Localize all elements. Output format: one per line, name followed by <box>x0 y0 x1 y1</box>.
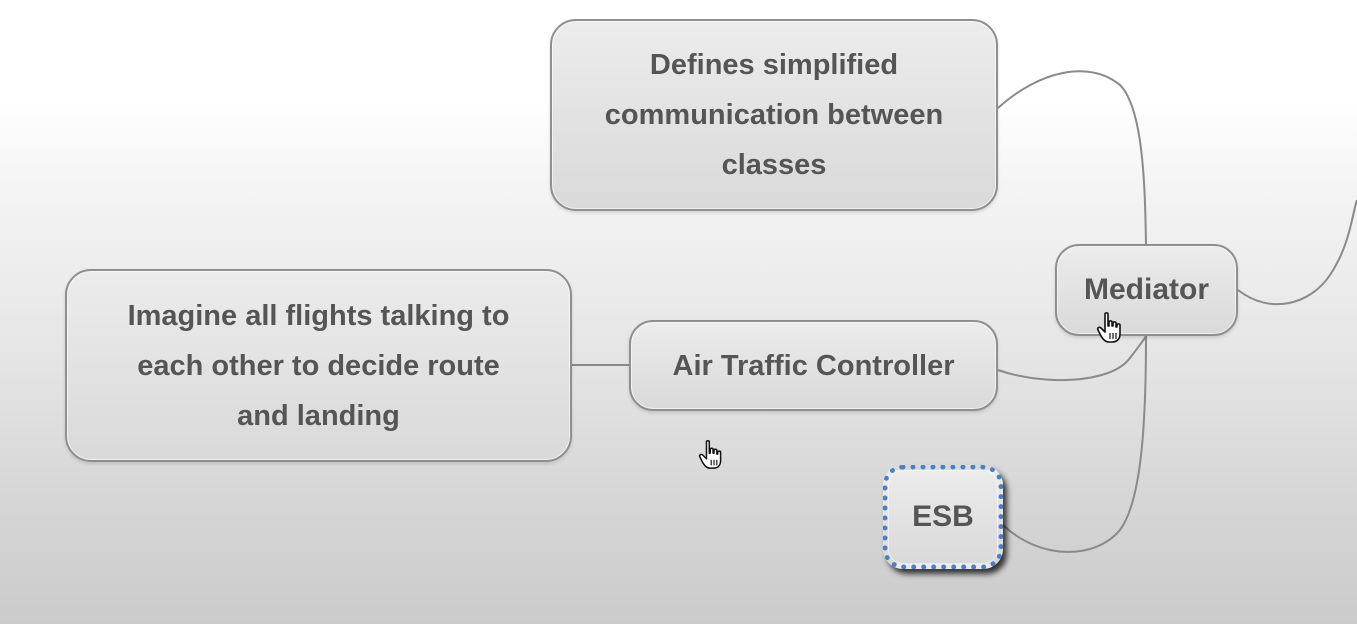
node-text-line: and landing <box>237 399 400 432</box>
node-text-line: communication between <box>604 99 944 131</box>
node-text-line: Imagine all flights talking to <box>127 299 510 332</box>
connector-defines-mediator <box>997 70 1147 245</box>
node-text-line: classes <box>721 149 827 181</box>
node-esb-selected[interactable]: ESB <box>883 465 1003 569</box>
node-defines-simplified-communication[interactable]: Defines simplified communication between… <box>550 19 998 211</box>
connector-mediator-esb <box>1002 335 1147 553</box>
hand-pointer-cursor-icon <box>1096 312 1121 343</box>
node-mediator[interactable]: Mediator <box>1055 244 1238 336</box>
node-text-line: Air Traffic Controller <box>672 349 955 382</box>
node-air-traffic-controller[interactable]: Air Traffic Controller <box>629 320 998 411</box>
node-text-line: each other to decide route <box>137 349 500 382</box>
node-text-line: Mediator <box>1083 273 1209 306</box>
connector-atc-mediator <box>997 335 1147 382</box>
node-text-line: Defines simplified <box>649 49 899 81</box>
connector-mediator-right <box>1237 199 1357 306</box>
node-imagine-all-flights[interactable]: Imagine all flights talking to each othe… <box>65 269 572 462</box>
hand-pointer-cursor-icon <box>698 440 722 469</box>
node-text-line: ESB <box>912 500 974 533</box>
